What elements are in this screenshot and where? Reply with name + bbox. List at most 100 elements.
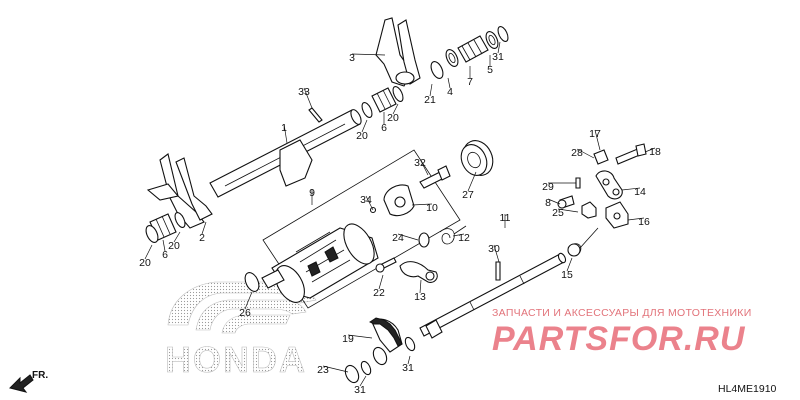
callout-leader-c32 <box>419 158 429 176</box>
callout-c13: 13 <box>414 291 426 303</box>
callout-c5: 5 <box>487 64 493 76</box>
callout-c10: 10 <box>426 202 438 214</box>
callout-c32: 32 <box>414 157 426 169</box>
callout-c18: 18 <box>649 146 661 158</box>
callout-c8: 8 <box>545 197 551 209</box>
callout-c33: 33 <box>298 86 310 98</box>
callout-c12: 12 <box>458 232 470 244</box>
part-pin-29 <box>575 177 581 189</box>
watermark-logo: PARTSFOR.RU <box>492 320 746 358</box>
part-ring-23 <box>344 364 360 384</box>
part-ring-31-lower-b <box>360 360 372 376</box>
part-nut-25 <box>581 201 597 219</box>
part-bolt-32 <box>419 165 451 189</box>
part-bolt-8 <box>557 195 575 209</box>
callout-leader-c20a <box>361 119 368 133</box>
callout-c31b: 31 <box>402 362 414 374</box>
callout-leader-c31a <box>497 41 501 54</box>
callout-leader-c31c <box>359 375 367 387</box>
callout-leader-c3 <box>351 53 386 56</box>
part-collar-17 <box>593 149 609 165</box>
callout-leader-c20d <box>144 244 153 260</box>
callout-leader-c16 <box>627 217 645 221</box>
callout-leader-c23 <box>322 365 349 373</box>
callout-leader-c24 <box>397 233 419 241</box>
callout-c19: 19 <box>342 333 354 345</box>
callout-leader-c19 <box>347 334 373 339</box>
callout-leader-c30 <box>493 244 500 263</box>
watermark-caption: ЗАПЧАСТИ И АКСЕССУАРЫ ДЛЯ МОТОТЕХНИКИ <box>492 307 752 319</box>
callout-leader-c21 <box>429 83 433 97</box>
callout-c20b: 20 <box>387 112 399 124</box>
callout-leader-c13 <box>419 279 422 294</box>
callout-c17: 17 <box>589 128 601 140</box>
callout-c4: 4 <box>447 86 453 98</box>
callout-leader-c27 <box>467 171 477 192</box>
callout-c6a: 6 <box>381 122 387 134</box>
callout-leader-c20b <box>392 103 399 115</box>
callout-c24: 24 <box>392 232 404 244</box>
part-shift-drum <box>261 223 379 303</box>
callout-c25: 25 <box>552 207 564 219</box>
part-bolt-18 <box>615 143 647 165</box>
callout-leader-c6b <box>162 239 166 252</box>
callout-leader-c33 <box>303 87 313 109</box>
part-ring-20-d <box>145 225 159 243</box>
callout-c26: 26 <box>239 307 251 319</box>
part-stopper-arm <box>399 261 438 283</box>
callout-leader-c18 <box>644 147 656 153</box>
diagram-code: HL4ME1910 <box>718 383 777 395</box>
part-washer-26 <box>244 272 260 292</box>
part-return-spring <box>567 227 599 257</box>
callout-c14: 14 <box>634 186 646 198</box>
callout-c15: 15 <box>561 269 573 281</box>
part-lower-shift-fork <box>146 153 213 229</box>
callout-c11: 11 <box>500 212 511 224</box>
callout-leader-c12 <box>452 233 465 237</box>
part-drum-center <box>383 184 415 217</box>
part-bolt-22 <box>375 257 397 273</box>
honda-wing-logo: HONDA <box>165 281 317 380</box>
front-direction-arrow: FR. <box>9 370 48 393</box>
honda-wordmark: HONDA <box>165 339 307 380</box>
callout-c31a: 31 <box>492 51 504 63</box>
callout-c20d: 20 <box>139 257 151 269</box>
callout-c20c: 20 <box>168 240 180 252</box>
part-bearing <box>460 140 494 176</box>
callout-c2: 2 <box>199 232 205 244</box>
callout-c16: 16 <box>638 216 650 228</box>
callout-leader-c4 <box>447 77 451 89</box>
callout-c3: 3 <box>349 52 355 64</box>
part-ring-21 <box>430 61 444 79</box>
callout-leader-c2 <box>201 221 207 235</box>
callout-c31c: 31 <box>354 384 366 396</box>
callout-leader-c31b <box>407 355 411 365</box>
callout-c27: 27 <box>462 189 474 201</box>
callout-leader-c10 <box>411 203 433 206</box>
callout-c30: 30 <box>488 243 500 255</box>
callout-c9: 9 <box>309 187 315 199</box>
part-ring-31-lower-a <box>404 336 416 352</box>
callout-leader-c14 <box>621 187 641 191</box>
callout-c6b: 6 <box>162 249 168 261</box>
part-shift-arm <box>369 317 403 366</box>
part-ring-20-a <box>361 102 373 118</box>
part-spring-7 <box>457 35 489 63</box>
part-link-plate-14 <box>595 170 623 200</box>
callout-leader-c28 <box>576 148 595 159</box>
part-spring-12 <box>439 225 467 245</box>
part-collar-24 <box>418 232 430 248</box>
callout-c34: 34 <box>360 194 372 206</box>
callout-c21: 21 <box>424 94 436 106</box>
callout-leader-c26 <box>244 291 253 310</box>
callout-leader-c1 <box>283 123 288 144</box>
callout-labels: 1234566789101112131415161718192020202021… <box>139 41 661 396</box>
callout-c29: 29 <box>542 181 554 193</box>
callout-c20a: 20 <box>356 130 368 142</box>
part-ring-20-c <box>174 212 186 228</box>
part-upper-shift-fork <box>375 17 421 87</box>
part-washer-4 <box>445 49 459 67</box>
callout-c7: 7 <box>467 76 473 88</box>
